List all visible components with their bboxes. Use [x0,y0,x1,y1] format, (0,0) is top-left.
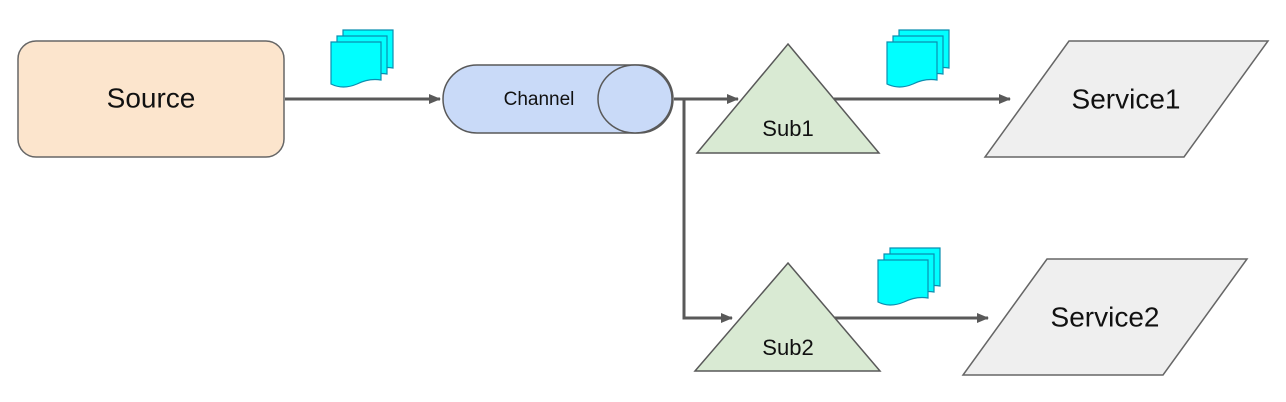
source-label: Source [107,82,196,113]
service1-label: Service1 [1072,83,1181,114]
event-icon-source-channel [330,29,394,88]
connectors [285,94,1011,323]
channel-end-cap [597,64,673,134]
service2-parallelogram [961,258,1249,376]
sub2-label: Sub2 [762,335,813,360]
sub1-label: Sub1 [762,116,813,141]
channel-node[interactable]: Channel [442,64,674,134]
sub1-triangle [695,42,881,154]
service1-node[interactable]: Service1 [983,40,1270,158]
event-icon-sub2-service2 [877,247,941,306]
edge-channel-sub2 [682,99,733,323]
sub2-node[interactable]: Sub2 [693,261,882,372]
service2-node[interactable]: Service2 [961,258,1249,376]
source-node[interactable]: Source [17,40,285,158]
service1-parallelogram [983,40,1270,158]
service2-label: Service2 [1051,301,1160,332]
sub1-node[interactable]: Sub1 [695,42,881,154]
sub2-triangle [693,261,882,372]
event-icon-sub1-service1 [886,29,950,88]
source-box [17,40,285,158]
channel-label: Channel [504,89,575,110]
